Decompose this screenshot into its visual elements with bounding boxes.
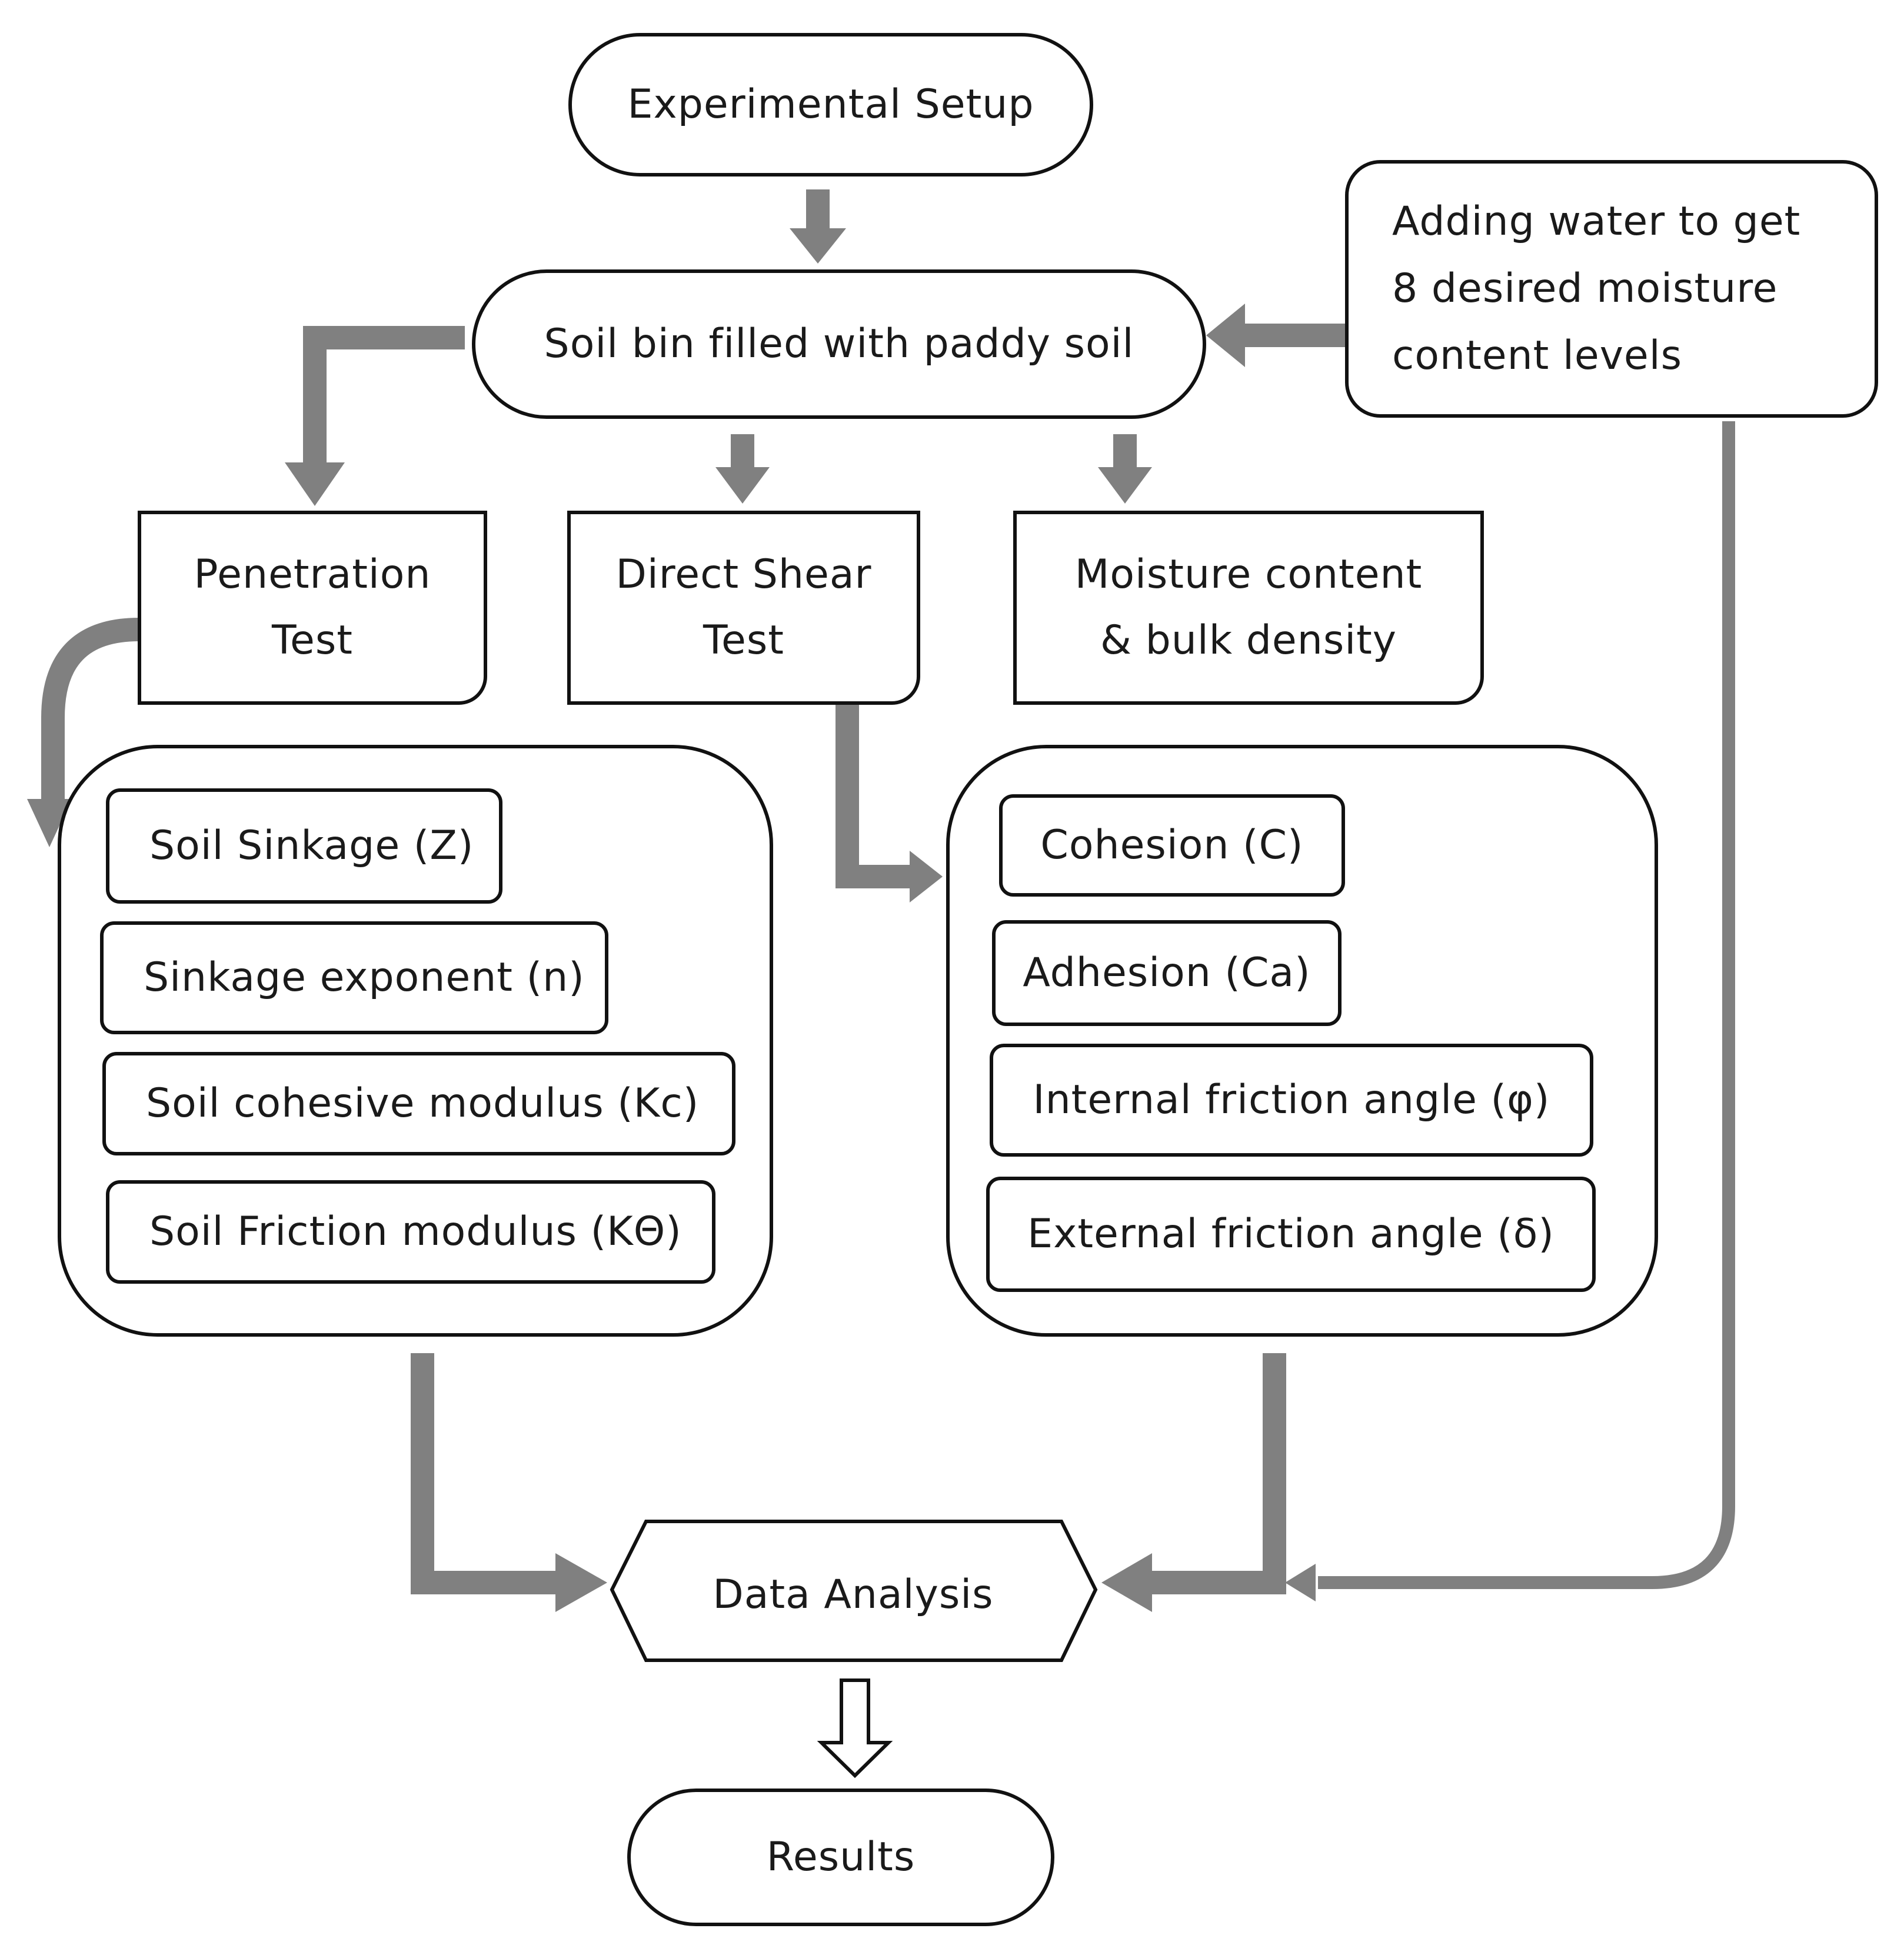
data-analysis-label: Data Analysis (713, 1571, 994, 1618)
arrow-direct-shear-to-params (836, 701, 943, 902)
param-sinkage-exponent-label: Sinkage exponent (n) (144, 954, 585, 1001)
data-analysis-node: Data Analysis (612, 1524, 1094, 1665)
soil-bin-label: Soil bin filled with paddy soil (544, 321, 1134, 367)
arrow-soil-bin-to-direct-shear (715, 434, 770, 504)
penetration-test-node: Penetration Test (138, 511, 487, 705)
arrow-water-to-soil-bin (1206, 304, 1346, 367)
param-soil-sinkage-label: Soil Sinkage (Z) (149, 822, 474, 869)
arrow-penetration-to-params (27, 618, 139, 847)
param-soil-sinkage: Soil Sinkage (Z) (106, 788, 502, 904)
param-internal-friction: Internal friction angle (φ) (990, 1044, 1593, 1157)
shear-params-group (946, 745, 1658, 1337)
adding-water-node: Adding water to get 8 desired moisture c… (1345, 160, 1878, 418)
experimental-setup-label: Experimental Setup (627, 81, 1034, 128)
data-analysis-hexagon (610, 1520, 1098, 1662)
param-adhesion: Adhesion (Ca) (992, 920, 1342, 1026)
param-cohesive-modulus: Soil cohesive modulus (Kc) (102, 1052, 735, 1155)
soil-bin-node: Soil bin filled with paddy soil (472, 269, 1206, 419)
arrow-shear-params-to-analysis (1101, 1353, 1286, 1612)
param-friction-modulus: Soil Friction modulus (KΘ) (106, 1180, 715, 1284)
arrow-water-to-analysis (1285, 421, 1735, 1601)
moisture-density-label: Moisture content & bulk density (1074, 551, 1423, 664)
param-external-friction-label: External friction angle (δ) (1027, 1211, 1555, 1257)
penetration-params-group (58, 745, 773, 1337)
param-sinkage-exponent: Sinkage exponent (n) (100, 921, 608, 1034)
arrow-setup-to-soil-bin (790, 189, 846, 264)
param-cohesion-label: Cohesion (C) (1040, 822, 1304, 868)
arrow-analysis-to-results (817, 1678, 893, 1779)
param-cohesion: Cohesion (C) (999, 794, 1345, 897)
penetration-test-label: Penetration Test (194, 551, 431, 664)
param-friction-modulus-label: Soil Friction modulus (KΘ) (149, 1208, 682, 1255)
experimental-setup-node: Experimental Setup (568, 33, 1093, 176)
arrow-soil-bin-to-moisture (1098, 434, 1152, 504)
arrow-soil-bin-to-penetration (285, 326, 465, 506)
param-internal-friction-label: Internal friction angle (φ) (1033, 1077, 1550, 1123)
direct-shear-test-label: Direct Shear Test (615, 551, 872, 664)
param-external-friction: External friction angle (δ) (986, 1177, 1596, 1292)
param-cohesive-modulus-label: Soil cohesive modulus (Kc) (146, 1080, 700, 1127)
param-adhesion-label: Adhesion (Ca) (1023, 950, 1311, 996)
results-label: Results (766, 1834, 916, 1880)
arrow-penetration-params-to-analysis (411, 1353, 607, 1612)
adding-water-label: Adding water to get 8 desired moisture c… (1392, 198, 1801, 379)
results-node: Results (627, 1789, 1054, 1926)
direct-shear-test-node: Direct Shear Test (567, 511, 920, 705)
moisture-density-node: Moisture content & bulk density (1013, 511, 1484, 705)
